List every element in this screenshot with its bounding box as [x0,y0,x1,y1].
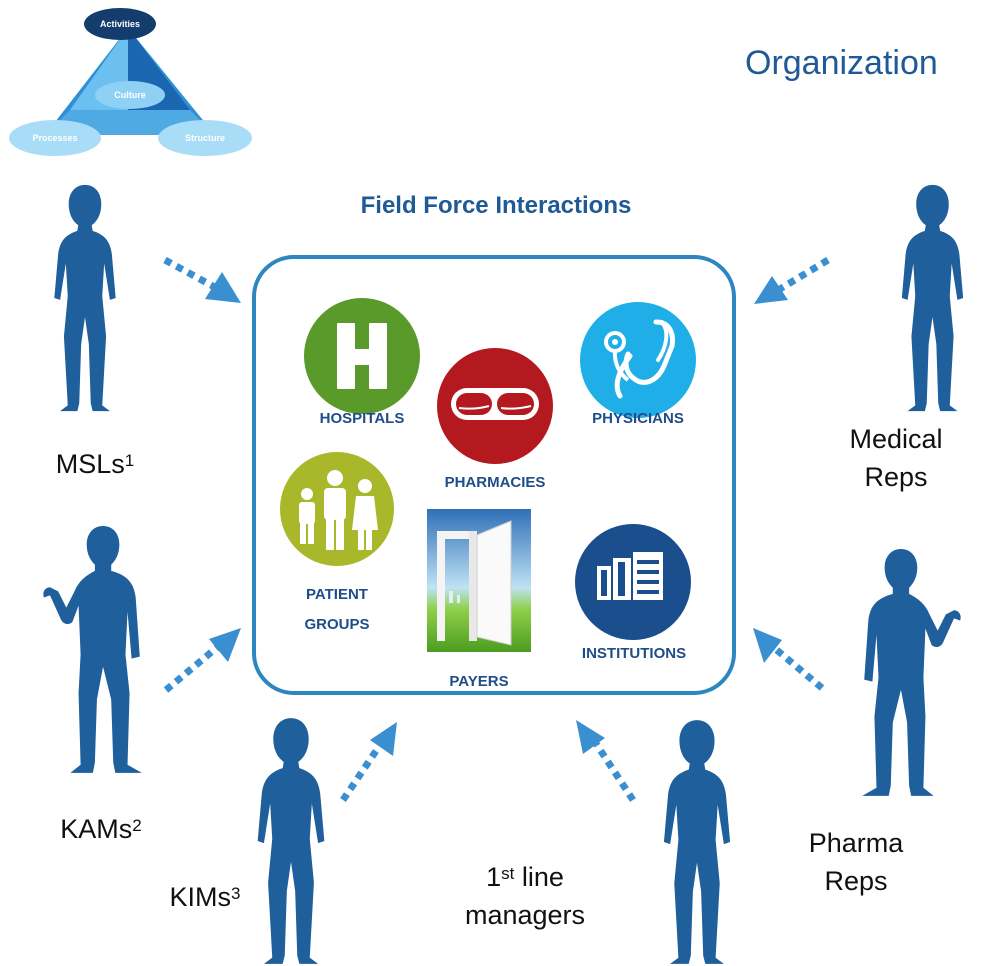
patient-groups-label-line1: PATIENT [306,586,368,603]
hospital-icon [304,298,420,414]
payers-label: PAYERS [449,673,509,690]
culture-node [95,81,165,109]
arrowhead-managers [576,720,605,754]
arrowhead-medical-reps [754,276,788,304]
institutions-label: INSTITUTIONS [581,645,687,662]
kams-label: KAMs2 [60,814,142,844]
institution-building-icon [575,524,691,640]
physician-stethoscope-icon [580,302,696,418]
activities-node [84,8,156,40]
arrow-kims [340,743,383,802]
arrow-kams [163,642,223,693]
physicians-label: PHYSICIANS [592,410,684,427]
hospitals-label: HOSPITALS [319,410,405,427]
patient-groups-icon [280,452,394,566]
processes-node [9,120,101,156]
diagram-title: Field Force Interactions [360,192,632,219]
payers-door-icon [427,509,531,652]
kims-label: KIMs3 [169,882,241,912]
msls-label: MSLs1 [55,449,135,479]
arrowhead-kams [209,628,241,662]
arrow-pharma-reps [769,643,825,691]
pharma-reps-label: Pharma Reps [808,828,904,896]
interaction-box [252,255,736,695]
arrowhead-kims [370,722,397,756]
arrow-msls [163,256,222,294]
structure-label: Structure [185,133,225,143]
section-title: Organization [745,44,938,82]
activities-label: Activities [100,19,140,29]
arrowhead-pharma-reps [753,628,782,663]
patient-groups-label-line2: GROUPS [304,616,370,633]
medical-reps-label: Medical Reps [849,424,943,492]
managers-label: 1st line managers [464,862,586,930]
pharmacy-icon [437,348,553,464]
pharmacies-label: PHARMACIES [444,474,546,491]
culture-label: Culture [114,90,146,100]
organization-triangle-model: Activities Culture Processes Structure [9,8,252,156]
arrowhead-msls [205,272,241,303]
structure-node [158,120,252,156]
processes-label: Processes [32,133,77,143]
arrow-managers [592,740,636,802]
arrow-medical-reps [773,257,830,295]
